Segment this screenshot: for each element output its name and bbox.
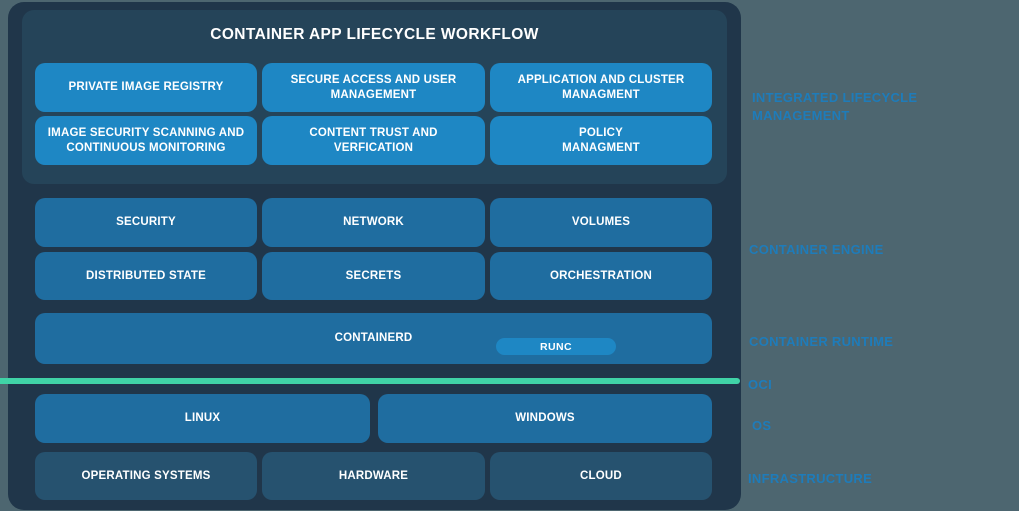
box-policy-management: POLICY MANAGMENT [490, 116, 712, 165]
box-image-security-scanning: IMAGE SECURITY SCANNING AND CONTINUOUS M… [35, 116, 257, 165]
label-oci: OCI [748, 377, 773, 392]
box-distributed-state: DISTRIBUTED STATE [35, 252, 257, 300]
box-orchestration: ORCHESTRATION [490, 252, 712, 300]
box-windows: WINDOWS [378, 394, 712, 443]
box-security: SECURITY [35, 198, 257, 247]
box-secrets: SECRETS [262, 252, 485, 300]
box-cloud: CLOUD [490, 452, 712, 500]
box-application-cluster-management: APPLICATION AND CLUSTER MANAGMENT [490, 63, 712, 112]
label-container-engine: CONTAINER ENGINE [749, 242, 884, 257]
box-hardware: HARDWARE [262, 452, 485, 500]
box-private-image-registry: PRIVATE IMAGE REGISTRY [35, 63, 257, 112]
label-os: OS [752, 418, 772, 433]
oci-divider-line [0, 378, 740, 384]
box-runc: RUNC [496, 338, 616, 355]
diagram-title: CONTAINER APP LIFECYCLE WORKFLOW [210, 26, 539, 43]
label-integrated-lifecycle-management: INTEGRATED LIFECYCLE MANAGEMENT [752, 90, 918, 123]
box-operating-systems: OPERATING SYSTEMS [35, 452, 257, 500]
box-secure-access-user-management: SECURE ACCESS AND USER MANAGEMENT [262, 63, 485, 112]
box-linux: LINUX [35, 394, 370, 443]
box-network: NETWORK [262, 198, 485, 247]
label-infrastructure: INFRASTRUCTURE [748, 471, 873, 486]
box-volumes: VOLUMES [490, 198, 712, 247]
box-content-trust-verification: CONTENT TRUST AND VERFICATION [262, 116, 485, 165]
label-container-runtime: CONTAINER RUNTIME [749, 334, 894, 349]
